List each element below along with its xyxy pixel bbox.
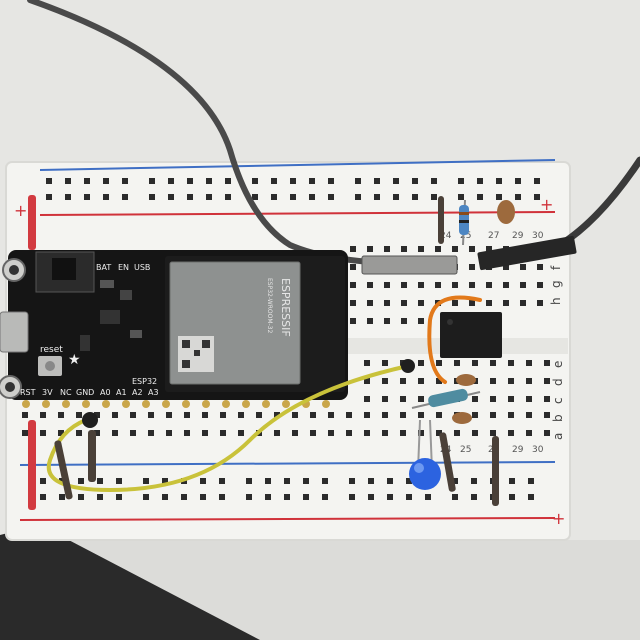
col-num-top-4: 30 — [532, 231, 544, 241]
label-esp32: ESP32 — [132, 377, 157, 386]
ceramic-capacitor-2 — [452, 412, 472, 424]
orange-jumper-wire — [427, 295, 482, 384]
col-num-top-0: 24 — [440, 231, 452, 241]
label-3v: 3V — [42, 388, 53, 397]
bottom-rail-red-line — [19, 517, 556, 521]
module-brand: ESPRESSIF — [279, 278, 292, 337]
col-num-top-2: 27 — [488, 231, 499, 241]
module-name: ESP32-WROOM-32 — [266, 278, 273, 333]
row-letter-d: d — [551, 378, 565, 386]
label-en: EN — [118, 263, 129, 272]
ceramic-capacitor-top — [497, 200, 515, 224]
yellow-wire-end-left — [82, 412, 98, 428]
dark-object-bottom-left — [0, 525, 260, 640]
label-nc: NC — [60, 388, 72, 397]
label-reset: reset — [40, 345, 63, 355]
col-num-top-3: 29 — [512, 231, 524, 241]
resistor-bottom — [411, 388, 481, 409]
column-numbers-top: 24 25 27 29 30 — [440, 231, 544, 241]
star-logo-icon: ★ — [68, 352, 81, 368]
ceramic-capacitor-1 — [456, 374, 476, 386]
yellow-jumper-wire — [46, 364, 410, 493]
top-rail-blue-line — [39, 159, 556, 171]
rail-plus-top-left: + — [14, 201, 27, 220]
row-letters-right: f g h e d c b a — [549, 265, 565, 440]
top-rail-red-line — [39, 211, 556, 216]
usb-port — [0, 311, 29, 353]
bottom-rail-blue-line — [19, 461, 556, 466]
label-gnd: GND — [76, 388, 94, 397]
label-a0: A0 — [100, 388, 111, 397]
col-num-top-1: 25 — [460, 231, 471, 241]
label-a2: A2 — [132, 388, 143, 397]
metal-clip — [361, 255, 458, 275]
esp32-feather-board: ESPRESSIF ESP32-WROOM-32 BAT EN USB rese… — [0, 250, 348, 408]
right-connector — [477, 235, 577, 271]
header-pins — [22, 400, 330, 408]
red-wire-bottom-left — [28, 420, 36, 510]
label-a1: A1 — [116, 388, 127, 397]
row-letter-g: g — [549, 280, 563, 288]
label-a3: A3 — [148, 388, 159, 397]
wire-stub-4 — [88, 430, 96, 482]
row-letter-f: f — [549, 265, 563, 270]
label-usb: USB — [134, 263, 150, 272]
row-letter-a: a — [551, 433, 565, 440]
red-wire-top-left — [28, 195, 36, 250]
row-letter-c: c — [551, 397, 565, 404]
row-letter-b: b — [551, 414, 565, 422]
col-num-bottom-3: 29 — [512, 445, 524, 455]
col-num-bottom-4: 30 — [532, 445, 544, 455]
wire-stub-2 — [439, 432, 456, 492]
row-letter-h: h — [549, 297, 563, 305]
wire-stub-1 — [438, 196, 444, 244]
label-bat: BAT — [96, 263, 111, 272]
row-letter-e: e — [551, 361, 565, 368]
rail-plus-top-right: + — [540, 195, 553, 214]
label-rst: RST — [20, 388, 36, 397]
yellow-wire-end — [401, 359, 415, 373]
resistor-top — [459, 199, 469, 246]
ic-chip — [440, 312, 502, 358]
rail-plus-bottom-right: + — [552, 509, 565, 528]
wire-stub-3 — [492, 436, 499, 506]
col-num-bottom-1: 25 — [460, 445, 471, 455]
wire-stub-5 — [54, 440, 73, 500]
blue-led — [409, 419, 441, 490]
